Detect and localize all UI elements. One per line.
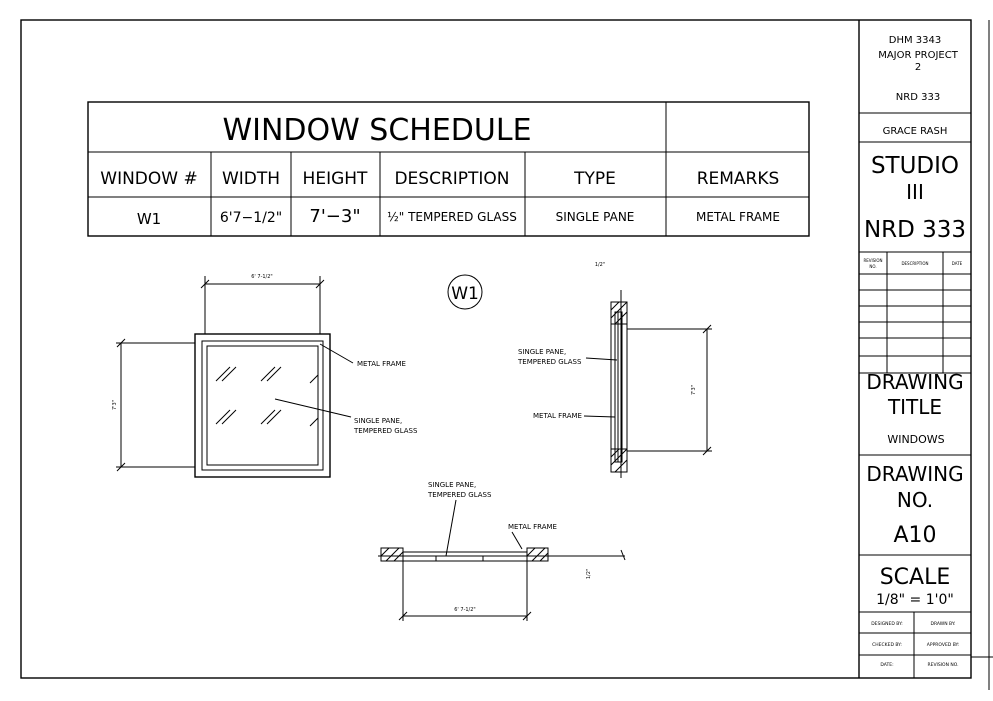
schedule-title: WINDOW SCHEDULE bbox=[222, 113, 531, 148]
cell-height: 7'−3" bbox=[309, 206, 360, 227]
tb-drawing-no-2: NO. bbox=[897, 488, 933, 512]
plan-width-dim: 6' 7-1/2" bbox=[454, 607, 475, 613]
tb-studio-3: NRD 333 bbox=[864, 217, 966, 243]
tb-project-2: 2 bbox=[915, 62, 921, 73]
tb-drawing-title-value: WINDOWS bbox=[887, 433, 944, 446]
tb-drawing-no-value: A10 bbox=[893, 523, 936, 548]
section-frame-label: METAL FRAME bbox=[533, 412, 582, 420]
window-elevation: 6' 7-1/2" 7'3" METAL FRAME SINGLE PANE, … bbox=[112, 274, 483, 478]
tb-rev-col-no-2: NO. bbox=[869, 264, 876, 269]
plan-glass-label-1: SINGLE PANE, bbox=[428, 481, 476, 489]
cell-remarks: METAL FRAME bbox=[696, 210, 780, 224]
tb-scale-value: 1/8" = 1'0" bbox=[876, 592, 954, 608]
tb-drawing-title-2: TITLE bbox=[887, 395, 942, 419]
plan-glass-label-2: TEMPERED GLASS bbox=[427, 491, 492, 499]
tb-approved-by: APPROVED BY: bbox=[927, 642, 959, 648]
window-plan: SINGLE PANE, TEMPERED GLASS METAL FRAME … bbox=[378, 481, 626, 621]
header-type: TYPE bbox=[573, 169, 616, 189]
elevation-glass-label-1: SINGLE PANE, bbox=[354, 417, 402, 425]
section-top-dim: 1/2" bbox=[595, 262, 605, 268]
tb-studio-2: III bbox=[906, 180, 924, 204]
tb-drawing-title-1: DRAWING bbox=[866, 370, 963, 394]
elevation-width-dim: 6' 7-1/2" bbox=[251, 274, 272, 280]
window-tag-circle bbox=[447, 274, 483, 310]
window-section: 1/2" 7'3" SINGLE PANE, TEMPERED GLASS ME… bbox=[517, 262, 712, 478]
tb-course-code: NRD 333 bbox=[896, 92, 940, 103]
header-height: HEIGHT bbox=[303, 169, 368, 189]
tb-drawn-by: DRAWN BY: bbox=[931, 621, 956, 627]
tb-revision-no: REVISION NO. bbox=[927, 662, 958, 668]
tb-scale-label: SCALE bbox=[880, 565, 951, 590]
tb-course: DHM 3343 bbox=[889, 35, 941, 46]
title-block: DHM 3343 MAJOR PROJECT 2 NRD 333 GRACE R… bbox=[859, 35, 971, 678]
tb-studio-1: STUDIO bbox=[871, 153, 959, 179]
section-glass-label-2: TEMPERED GLASS bbox=[517, 358, 582, 366]
tb-designed-by: DESIGNED BY: bbox=[871, 621, 903, 627]
tb-author: GRACE RASH bbox=[883, 126, 948, 137]
sheet-border bbox=[20, 19, 972, 679]
tb-date: DATE: bbox=[880, 662, 893, 668]
header-description: DESCRIPTION bbox=[394, 169, 509, 189]
window-tag-text: W1 bbox=[451, 284, 479, 304]
plan-frame-label: METAL FRAME bbox=[508, 523, 557, 531]
elevation-frame-label: METAL FRAME bbox=[357, 360, 406, 368]
cell-type: SINGLE PANE bbox=[556, 210, 635, 224]
cell-width: 6'7−1/2" bbox=[220, 210, 282, 226]
tb-project-1: MAJOR PROJECT bbox=[878, 50, 959, 61]
header-width: WIDTH bbox=[222, 169, 280, 189]
header-remarks: REMARKS bbox=[697, 169, 780, 189]
tb-drawing-no-1: DRAWING bbox=[866, 462, 963, 486]
section-height-dim: 7'3" bbox=[691, 385, 697, 395]
section-glass-label-1: SINGLE PANE, bbox=[518, 348, 566, 356]
plan-depth-dim: 1/2" bbox=[586, 569, 592, 579]
header-window-number: WINDOW # bbox=[100, 169, 197, 189]
tb-rev-col-desc: DESCRIPTION bbox=[901, 261, 928, 266]
elevation-height-dim: 7'3" bbox=[112, 400, 118, 410]
tb-rev-col-no-1: REVISION bbox=[863, 258, 882, 263]
window-schedule: WINDOW SCHEDULE WINDOW # WIDTH HEIGHT DE… bbox=[87, 101, 810, 237]
cell-window-number: W1 bbox=[137, 210, 161, 228]
cell-description: ½" TEMPERED GLASS bbox=[387, 210, 517, 224]
tb-checked-by: CHECKED BY: bbox=[872, 642, 902, 648]
elevation-glass-label-2: TEMPERED GLASS bbox=[353, 427, 418, 435]
tb-rev-col-date: DATE bbox=[952, 261, 963, 266]
